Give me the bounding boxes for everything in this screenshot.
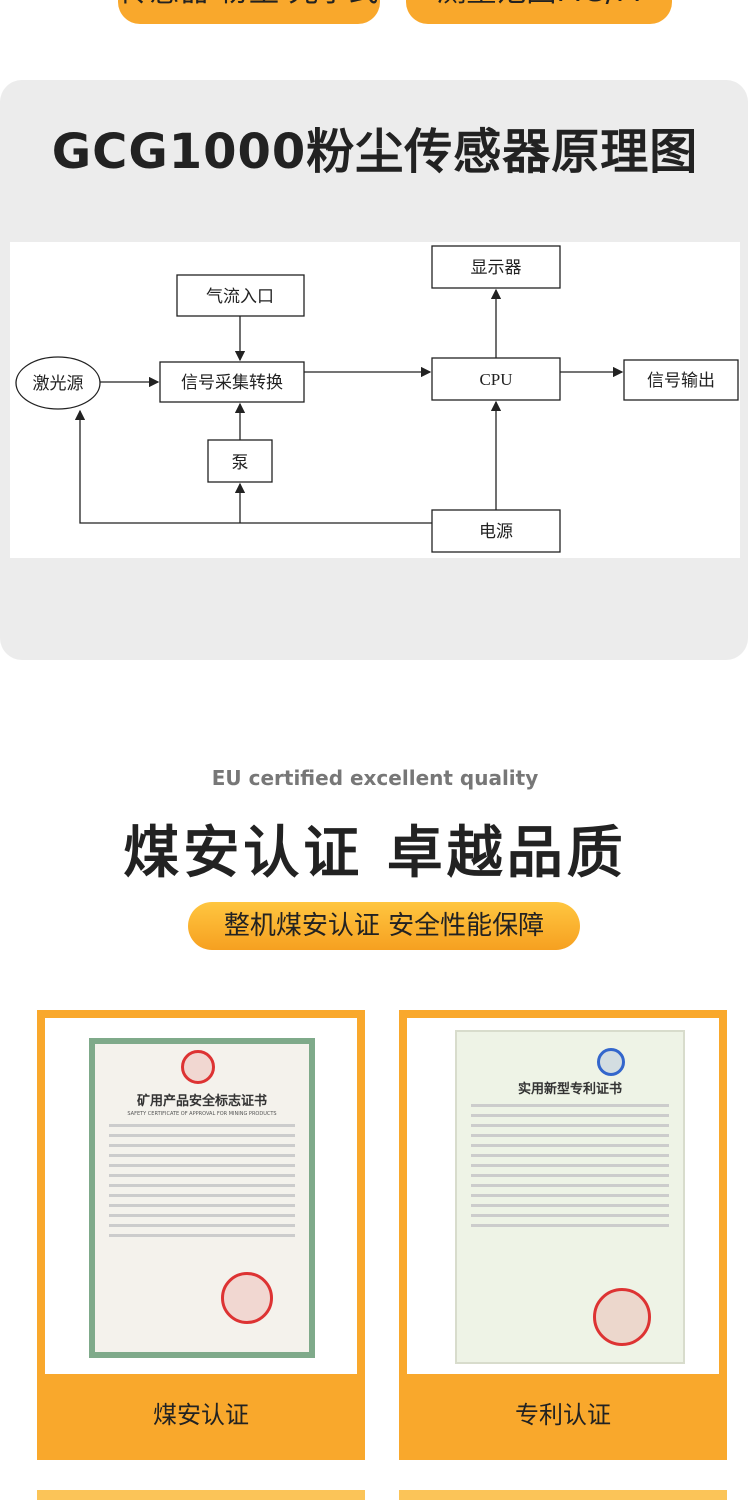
principle-diagram: 气流入口 激光源 信号采集转换 泵 CPU 显示器 信号输出 电源 bbox=[10, 242, 740, 558]
section-subtitle: EU certified excellent quality bbox=[211, 766, 539, 790]
doc-title: 实用新型专利证书 bbox=[517, 1082, 622, 1097]
label-pump: 泵 bbox=[232, 453, 249, 472]
principle-title: GCG1000粉尘传感器原理图 bbox=[51, 124, 699, 180]
cert-caption: 煤安认证 bbox=[153, 1401, 249, 1429]
label-airflow: 气流入口 bbox=[206, 287, 274, 306]
section-title: 煤安认证 卓越品质 bbox=[123, 821, 627, 886]
node-laser bbox=[15, 356, 101, 410]
node-output bbox=[623, 359, 739, 401]
label-laser: 激光源 bbox=[33, 374, 84, 393]
doc-title: 矿用产品安全标志证书 bbox=[136, 1094, 267, 1109]
cert-card-next bbox=[37, 1490, 365, 1500]
feature-pill-sensor: 传感器 粉尘 光学式 bbox=[118, 0, 380, 24]
cert-card-patent: 实用新型专利证书 专利认证 bbox=[399, 1010, 727, 1460]
label-output: 信号输出 bbox=[647, 371, 715, 390]
label-signal: 信号采集转换 bbox=[181, 373, 283, 392]
cert-card-next bbox=[399, 1490, 727, 1500]
doc-subtitle: SAFETY CERTIFICATE OF APPROVAL FOR MININ… bbox=[127, 1111, 277, 1117]
node-signal bbox=[159, 361, 305, 403]
node-display bbox=[431, 245, 561, 289]
cert-caption: 专利认证 bbox=[515, 1401, 611, 1429]
label-power: 电源 bbox=[479, 522, 513, 541]
cert-image: 实用新型专利证书 bbox=[407, 1018, 719, 1374]
feature-pill-range: 测量范围MG/M bbox=[406, 0, 672, 24]
certificate-document: 实用新型专利证书 bbox=[455, 1030, 685, 1364]
red-seal-icon bbox=[221, 1272, 273, 1324]
label-display: 显示器 bbox=[471, 258, 522, 277]
cert-image: 矿用产品安全标志证书 SAFETY CERTIFICATE OF APPROVA… bbox=[45, 1018, 357, 1374]
emblem-icon bbox=[181, 1050, 215, 1084]
patent-logo-icon bbox=[597, 1048, 625, 1076]
red-seal-icon bbox=[593, 1288, 651, 1346]
certificate-document: 矿用产品安全标志证书 SAFETY CERTIFICATE OF APPROVA… bbox=[89, 1038, 315, 1358]
cert-card-coal-safety: 矿用产品安全标志证书 SAFETY CERTIFICATE OF APPROVA… bbox=[37, 1010, 365, 1460]
section-badge: 整机煤安认证 安全性能保障 bbox=[188, 902, 580, 950]
label-cpu: CPU bbox=[479, 370, 512, 389]
